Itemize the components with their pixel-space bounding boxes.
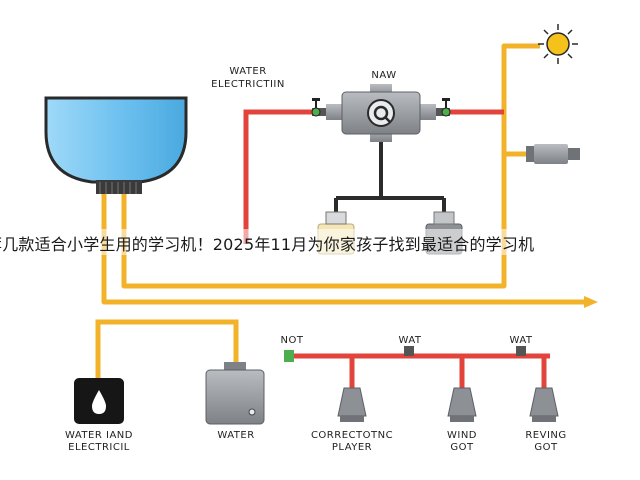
hot-pipe-top — [243, 109, 504, 244]
tank-outlet-pipes — [101, 43, 584, 305]
label-corrector: CORRECTOTNC — [310, 430, 394, 441]
outlet-fixture-icon — [529, 387, 559, 422]
label-water-top: WATER — [229, 66, 267, 77]
label-player: PLAYER — [331, 442, 373, 453]
hot-manifold — [290, 353, 550, 388]
flow-arrow-icon — [584, 296, 598, 308]
sun-icon — [538, 24, 578, 64]
label-electric-bottom: ELECTRICIL — [68, 442, 130, 453]
label-reving-got: GOT — [534, 442, 558, 453]
label-water: WATER — [217, 430, 255, 441]
label-wat-2: WAT — [509, 335, 533, 346]
mixed-outlet-pipe — [334, 142, 446, 224]
valve-icon — [311, 98, 326, 117]
supply-pipe-left — [95, 319, 239, 380]
pipe-fitting-icon — [526, 144, 580, 164]
outlet-fixture-icon — [447, 387, 477, 422]
label-electric-top: ELECTRICTIIN — [211, 79, 285, 90]
valve-icon — [284, 346, 526, 362]
valve-icon — [436, 98, 451, 117]
label-wat-1: WAT — [398, 335, 422, 346]
label-wind-got: GOT — [450, 442, 474, 453]
label-naw: NAW — [371, 70, 397, 81]
overlay-banner: 荐几款适合小学生用的学习机！2025年11月为你家孩子找到最适合的学习机 — [0, 229, 640, 255]
heater-box-icon — [205, 362, 265, 425]
label-wind: WIND — [446, 430, 478, 441]
label-not: NOT — [280, 335, 304, 346]
mixing-valve-icon — [326, 84, 436, 142]
label-reving: REVING — [525, 430, 567, 441]
outlet-fixture-icon — [337, 387, 367, 422]
water-drop-icon — [74, 378, 124, 424]
label-water-land: WATER IAND — [65, 430, 133, 441]
banner-text: 荐几款适合小学生用的学习机！2025年11月为你家孩子找到最适合的学习机 — [0, 235, 535, 254]
water-tank-icon — [44, 96, 188, 194]
